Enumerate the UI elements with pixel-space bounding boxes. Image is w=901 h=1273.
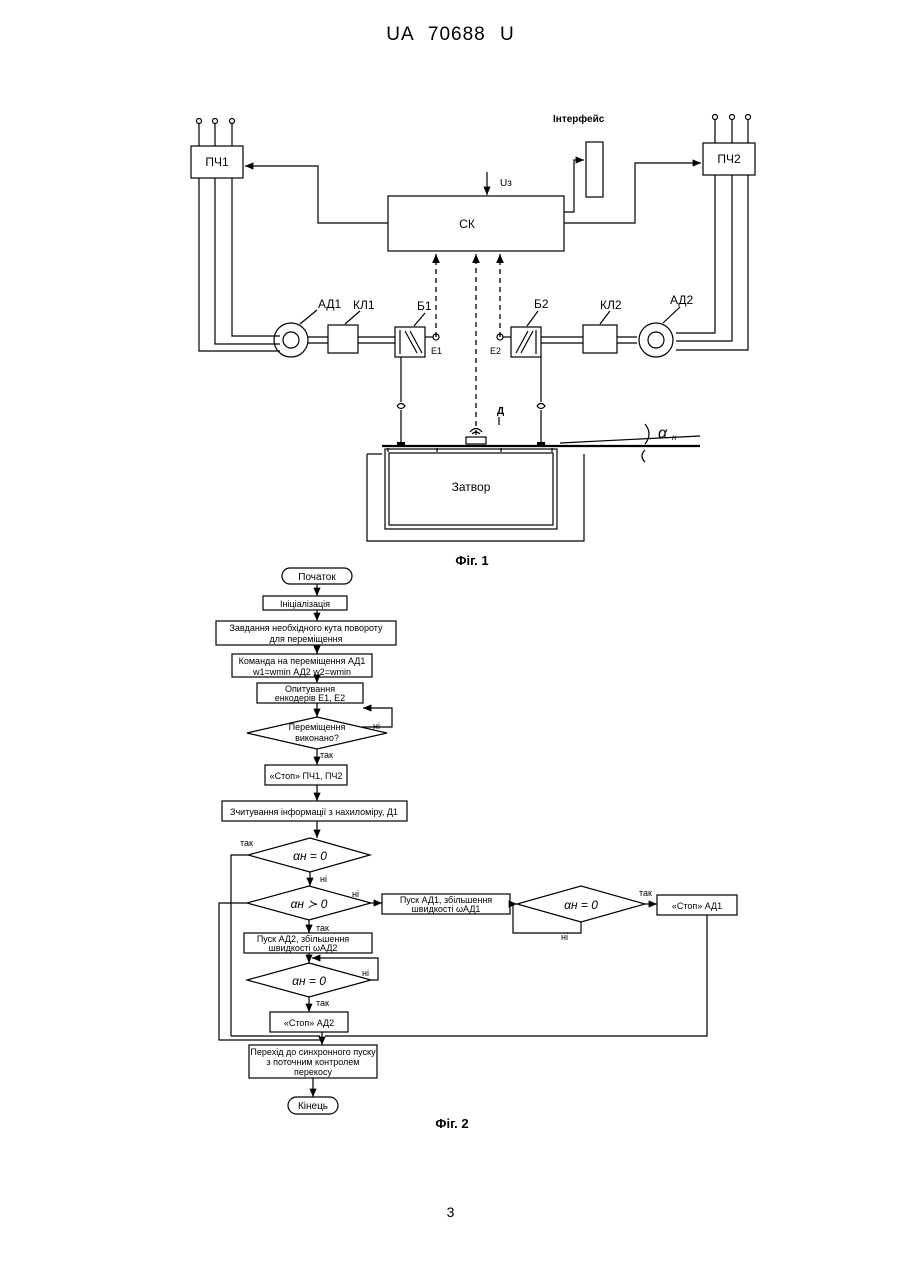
stop-ad1-label: «Стоп» АД1 — [672, 901, 722, 911]
svg-text:н: н — [672, 433, 677, 442]
eq0-right-no-label: ні — [561, 932, 568, 942]
pch1-label: ПЧ1 — [205, 155, 229, 169]
read-label: Зчитування інформації з нахиломіру, Д1 — [230, 807, 398, 817]
kl2-box — [583, 325, 617, 353]
eq0-lower-label: αн = 0 — [292, 974, 326, 988]
eq0-right-yes-label: так — [639, 888, 652, 898]
eq0-yes-label: так — [240, 838, 253, 848]
sync-line2: з поточним контролем — [267, 1057, 360, 1067]
poll-line2: енкодерів Е1, Е2 — [275, 693, 345, 703]
gt0-label: αн ≻ 0 — [291, 897, 328, 911]
moved-no-label: ні — [373, 721, 380, 731]
eq0-right-label: αн = 0 — [564, 898, 598, 912]
pch2-output-lines — [676, 175, 748, 350]
kl2-label: КЛ2 — [600, 298, 622, 312]
right-supply-lines — [713, 115, 751, 144]
sk-to-pch1-arrow — [245, 166, 388, 223]
sync-line1: Перехід до синхронного пуску — [250, 1047, 376, 1057]
eq0-lower-yes-label: так — [316, 998, 329, 1008]
command-line2: w1=wmin АД2 w2=wmin — [252, 667, 351, 677]
left-supply-lines — [197, 119, 235, 147]
fig1-caption: Фіг. 1 — [455, 553, 488, 568]
end-label: Кінець — [298, 1101, 328, 1112]
interface-box — [586, 142, 603, 197]
ad2-motor — [639, 323, 673, 357]
moved-line2: виконано? — [295, 733, 339, 743]
eq0-no-label: ні — [320, 874, 327, 884]
pch2-label: ПЧ2 — [717, 152, 741, 166]
sk-box — [388, 196, 564, 251]
alpha-label: α — [658, 425, 668, 442]
command-line1: Команда на переміщення АД1 — [239, 656, 366, 666]
d-sensor — [466, 437, 486, 444]
d-label: Д — [497, 406, 504, 417]
sk-to-interface-arrow — [564, 160, 584, 212]
init-label: Ініціалізація — [280, 599, 330, 609]
stop-ad2-label: «Стоп» АД2 — [284, 1018, 334, 1028]
ad1-motor — [274, 323, 308, 357]
figure-2: Початок Ініціалізація Завдання необхідно… — [216, 568, 737, 1131]
start-label: Початок — [298, 572, 336, 583]
b1-label: Б1 — [417, 299, 432, 313]
stop-both-label: «Стоп» ПЧ1, ПЧ2 — [270, 771, 343, 781]
gate-label: Затвор — [452, 480, 491, 494]
figure-1: ПЧ1 ПЧ2 СК Uз — [191, 113, 755, 568]
ad1-label: АД1 — [318, 297, 342, 311]
moved-line1: Переміщення — [289, 722, 346, 732]
kl1-box — [328, 325, 358, 353]
gt0-no-label: ні — [352, 889, 359, 899]
interface-label: Інтерфейс — [553, 113, 605, 125]
sk-to-pch2-arrow — [564, 163, 701, 223]
sync-line3: перекосу — [294, 1067, 332, 1077]
fig2-caption: Фіг. 2 — [435, 1116, 468, 1131]
moved-yes-label: так — [320, 750, 333, 760]
e2-label: Е2 — [490, 346, 501, 356]
eq0-lower-no-label: ні — [362, 968, 369, 978]
pch1-output-lines — [199, 178, 280, 351]
task-line2: для переміщення — [269, 634, 342, 644]
start-ad2-line2: швидкості ωАД2 — [269, 943, 338, 953]
kl1-label: КЛ1 — [353, 298, 375, 312]
page-number: 3 — [0, 1204, 901, 1220]
uz-label: Uз — [500, 178, 512, 189]
gt0-yes-label: так — [316, 923, 329, 933]
e1-label: Е1 — [431, 346, 442, 356]
task-line1: Завдання необхідного кута повороту — [229, 623, 383, 633]
start-ad1-line2: швидкості ωАД1 — [412, 904, 481, 914]
sk-label: СК — [459, 217, 475, 231]
ad2-label: АД2 — [670, 293, 694, 307]
eq0-label: αн = 0 — [293, 849, 327, 863]
b2-label: Б2 — [534, 297, 549, 311]
